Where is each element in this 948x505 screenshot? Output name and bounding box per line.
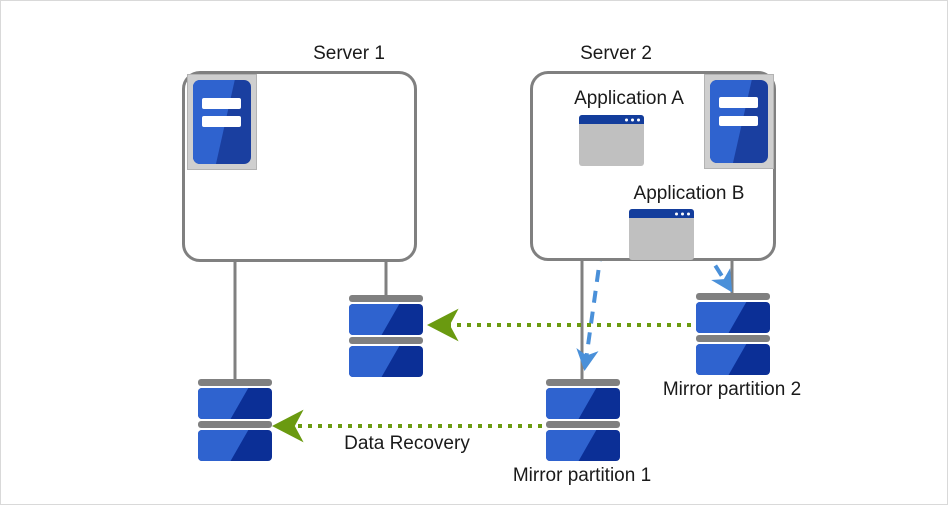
disk-slab [546, 430, 620, 461]
window-dots-icon [625, 118, 640, 121]
mirror-partition-2-label: Mirror partition 2 [662, 379, 802, 400]
disk-slab [546, 388, 620, 419]
disk-slab [696, 344, 770, 375]
server1-disk-upper[interactable] [349, 295, 423, 377]
disk-cap [198, 421, 272, 428]
disk-slab [696, 302, 770, 333]
server-1-title: Server 1 [313, 43, 385, 64]
disk-cap [546, 379, 620, 386]
application-a-window-icon[interactable] [579, 115, 644, 166]
server-2-title: Server 2 [580, 43, 652, 64]
disk-cap [349, 337, 423, 344]
application-b-label: Application B [633, 183, 745, 204]
mirror-partition-1-disk[interactable] [546, 379, 620, 461]
disk-slab [349, 304, 423, 335]
mirror-partition-2-disk[interactable] [696, 293, 770, 375]
disk-slab [349, 346, 423, 377]
disk-cap [546, 421, 620, 428]
server-2-tower-icon [704, 74, 774, 169]
disk-slab [198, 388, 272, 419]
disk-cap [349, 295, 423, 302]
disk-cap [198, 379, 272, 386]
application-a-label: Application A [574, 88, 684, 109]
mirror-partition-1-label: Mirror partition 1 [512, 465, 652, 486]
window-dots-icon [675, 212, 690, 215]
server1-disk-lower[interactable] [198, 379, 272, 461]
data-recovery-label: Data Recovery [344, 433, 470, 454]
disk-cap [696, 335, 770, 342]
appwin-titlebar [629, 209, 694, 218]
appwin-titlebar [579, 115, 644, 124]
server-1-tower-icon [187, 74, 257, 170]
application-b-window-icon[interactable] [629, 209, 694, 260]
disk-cap [696, 293, 770, 300]
disk-slab [198, 430, 272, 461]
